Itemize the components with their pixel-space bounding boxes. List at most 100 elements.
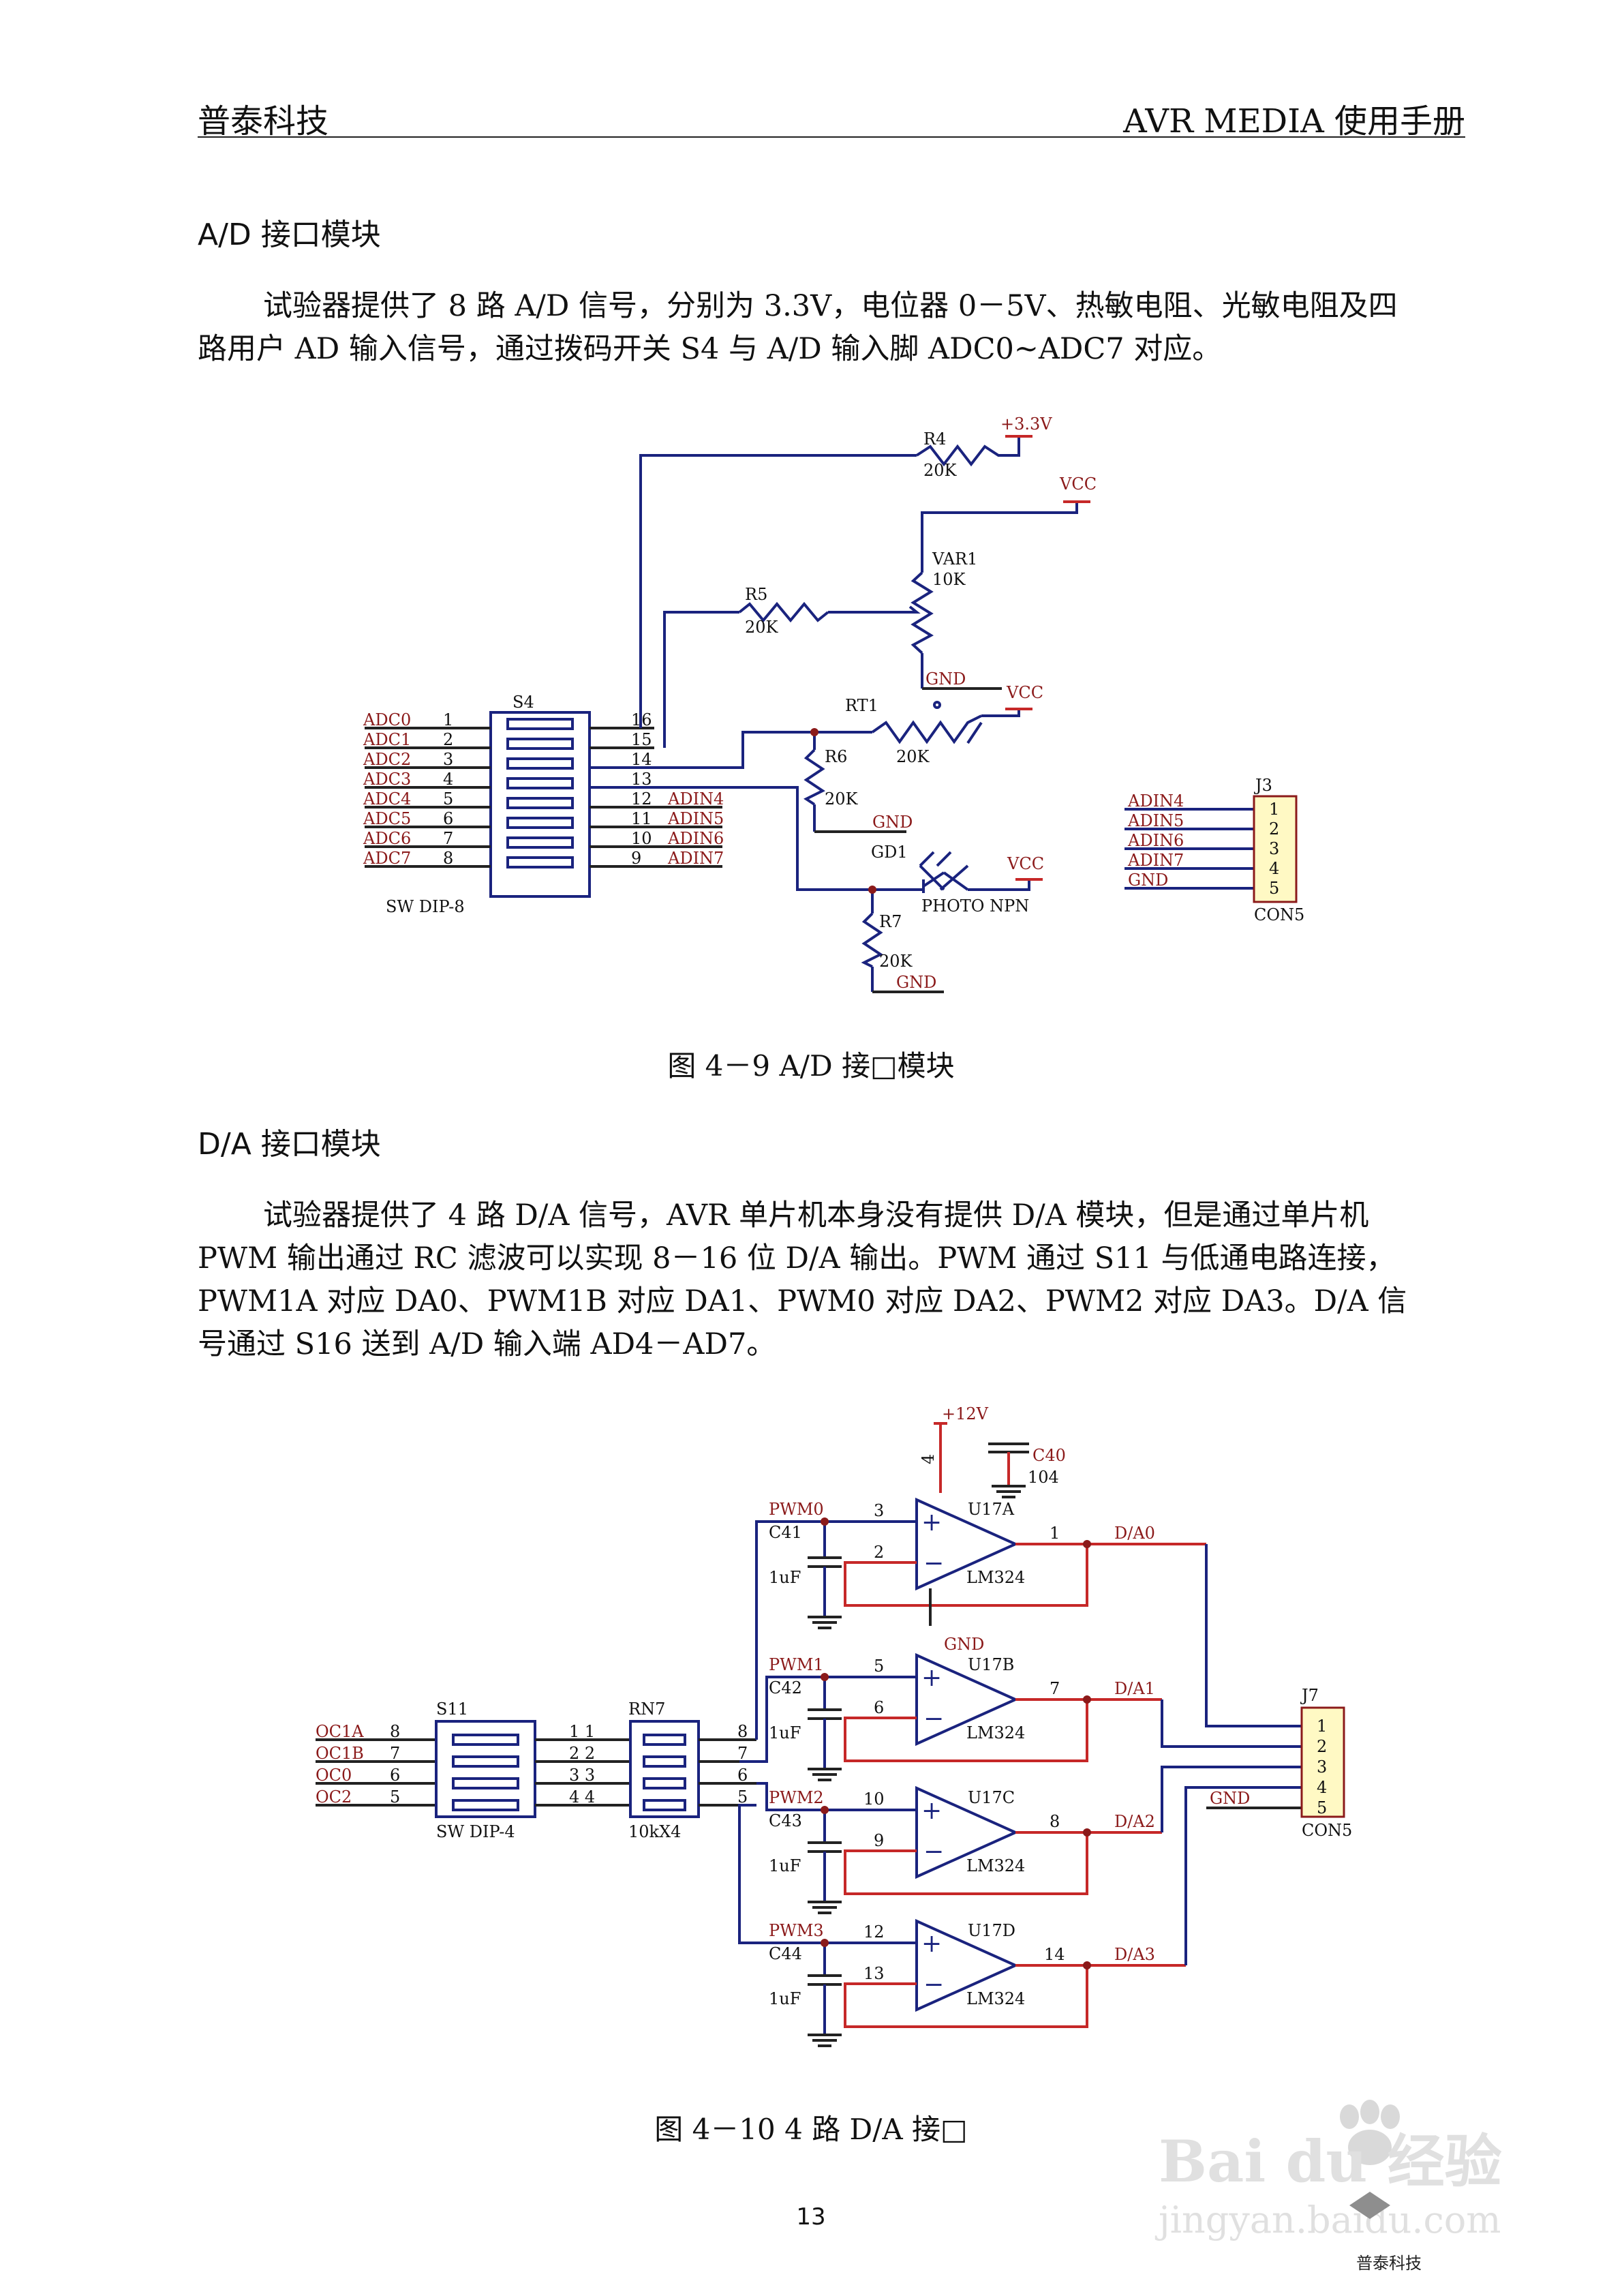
svg-text:−: − (923, 1550, 944, 1577)
c40-ground-symbol (992, 1485, 1026, 1498)
c44-label: C44 (769, 1944, 802, 1963)
rn7-pin-8: 8 (737, 1722, 748, 1741)
u17a-label: U17A (968, 1500, 1015, 1519)
node-rt1 (810, 728, 818, 736)
u17c-out-pin: 8 (1050, 1812, 1060, 1831)
section-title-da: D/A 接口模块 (198, 1127, 381, 1162)
adc2-label: ADC2 (363, 750, 411, 769)
oc2-label: OC2 (316, 1787, 352, 1807)
adc7-label: ADC7 (363, 849, 411, 868)
c41-value: 1uF (769, 1568, 801, 1587)
j3-adin4: ADIN4 (1127, 791, 1184, 811)
u17d-plus-pin: 12 (863, 1922, 885, 1942)
r5-label: R5 (745, 585, 767, 604)
s11-rn7-pin-3: 3 3 (569, 1766, 595, 1785)
j7-pin-1: 1 (1317, 1717, 1327, 1736)
rt1-label: RT1 (845, 696, 878, 715)
header-company: 普泰科技 (198, 102, 329, 140)
s11-rn7-pin-1: 1 1 (569, 1722, 595, 1741)
adin6-label: ADIN6 (667, 829, 724, 848)
s4-pin-2: 2 (443, 730, 453, 749)
s4-pin-3: 3 (443, 750, 453, 769)
figure-caption-ad: 图 4－9 A/D 接□模块 (667, 1049, 955, 1083)
c43-value: 1uF (769, 1856, 801, 1875)
oc-input-lines (316, 1738, 436, 1807)
ad-schematic: S4 SW DIP-8 ADC0 ADC1 ADC2 ADC3 ADC4 ADC… (363, 414, 1304, 993)
r7-resistor (861, 912, 883, 968)
s11-switch-slots (452, 1734, 519, 1811)
j7-pin-5: 5 (1317, 1798, 1327, 1817)
c42-label: C42 (769, 1678, 802, 1697)
da3-label: D/A3 (1114, 1945, 1155, 1964)
rn7-label: RN7 (628, 1700, 665, 1719)
pwm-routing (738, 1520, 825, 1944)
r5-resistor (738, 601, 829, 623)
j3-connector-body (1253, 795, 1298, 903)
paw-print-icon (1340, 2100, 1400, 2165)
u17a-minus-pin: 2 (874, 1543, 884, 1562)
paragraph-ad: 试验器提供了 8 路 A/D 信号，分别为 3.3V，电位器 0－5V、热敏电阻… (198, 289, 1398, 366)
var1-potentiometer (911, 571, 934, 654)
s11-rn7-pin-4: 4 4 (569, 1787, 595, 1807)
c43-label: C43 (769, 1811, 802, 1830)
s4-pin-15: 15 (631, 730, 652, 749)
s4-pin-5: 5 (443, 789, 453, 809)
s4-pin-14: 14 (631, 750, 652, 769)
u17c-plus-pin: 10 (863, 1789, 885, 1809)
figure-caption-da: 图 4－10 4 路 D/A 接□ (654, 2113, 968, 2146)
channel-c: + − (808, 1766, 1302, 1914)
da0-label: D/A0 (1114, 1524, 1155, 1543)
j7-gnd-label: GND (1210, 1789, 1250, 1808)
u17c-label: U17C (968, 1788, 1015, 1807)
j7-connector-body (1300, 1706, 1345, 1818)
rn7-body (629, 1720, 700, 1818)
s11-pin-5: 5 (390, 1787, 400, 1807)
s11-pin-6: 6 (390, 1766, 400, 1785)
s11-body (435, 1720, 536, 1818)
s11-pin-7: 7 (390, 1744, 400, 1763)
node-gd1 (868, 886, 876, 894)
gnd-label-var1: GND (925, 669, 966, 689)
s4-pin-1: 1 (443, 710, 453, 729)
da-schematic: +12V C40 104 4 OC1A OC1B OC0 OC2 8 7 6 5… (316, 1404, 1352, 2047)
s4-pin-4: 4 (443, 770, 453, 789)
c44-value: 1uF (769, 1989, 801, 2008)
j7-pin-2: 2 (1317, 1737, 1327, 1756)
u17d-minus-pin: 13 (863, 1964, 885, 1983)
r6-resistor (804, 749, 825, 806)
u17d-label: U17D (968, 1921, 1015, 1940)
j7-type: CON5 (1302, 1821, 1352, 1840)
r6-value: 20K (825, 789, 859, 809)
s11-rn7-pin-2: 2 2 (569, 1744, 595, 1763)
j3-gnd: GND (1128, 871, 1168, 890)
watermark-logo-text: 普泰科技 (1356, 2254, 1422, 2273)
s4-switch-slots (506, 718, 574, 868)
adc5-label: ADC5 (363, 809, 411, 828)
var1-wiper-arrow (903, 605, 921, 614)
rt1-value: 20K (896, 747, 930, 766)
rn7-pin-5: 5 (737, 1787, 748, 1807)
pwm2-label: PWM2 (769, 1788, 824, 1807)
oc1b-label: OC1B (316, 1744, 364, 1763)
s4-pin-11: 11 (631, 809, 652, 828)
u17a-plus-pin: 3 (874, 1501, 884, 1520)
j3-pin-5: 5 (1269, 879, 1279, 898)
u17b-plus-pin: 5 (874, 1657, 884, 1676)
company-logo-icon (1349, 2192, 1390, 2219)
baidu-watermark: Bai du 经验 jingyan.baidu.com (1154, 2100, 1502, 2241)
da2-label: D/A2 (1114, 1812, 1155, 1831)
rn7-pin-6: 6 (737, 1766, 748, 1785)
s4-pin-7: 7 (443, 829, 453, 848)
j3-pin-1: 1 (1269, 800, 1279, 819)
rt1-thermistor (871, 714, 982, 744)
oc1a-label: OC1A (316, 1722, 364, 1741)
svg-text:−: − (923, 1705, 944, 1733)
svg-text:+: + (921, 1930, 942, 1958)
j3-pin-3: 3 (1269, 839, 1279, 858)
u17a-type: LM324 (966, 1568, 1025, 1587)
r5-value: 20K (745, 618, 779, 637)
svg-text:−: − (923, 1838, 944, 1866)
adc3-label: ADC3 (363, 770, 411, 789)
var1-label: VAR1 (932, 549, 977, 569)
channel-b: + − (808, 1652, 1302, 1781)
